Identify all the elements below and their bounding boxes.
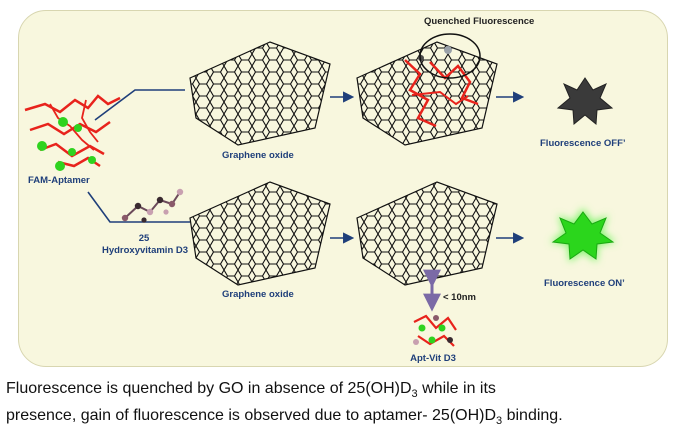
graphene-sheet-bottom-left — [189, 181, 331, 286]
connector-top — [94, 89, 185, 121]
graphene-label-bottom: Graphene oxide — [222, 289, 294, 300]
fam-aptamer-cluster — [24, 94, 121, 171]
caption-line1-b: while in its — [417, 380, 496, 397]
fluorescence-off-star — [556, 77, 614, 125]
caption-sub-1: 3 — [411, 388, 418, 401]
quenched-label: Quenched Fluorescence — [424, 16, 534, 27]
graphene-sheet-top-left — [189, 41, 331, 146]
apt-vit-complex — [413, 314, 457, 347]
adsorbed-aptamer — [404, 46, 479, 128]
hydroxyvitamin-number-label: 25 — [139, 233, 150, 244]
caption: Fluorescence is quenched by GO in absenc… — [6, 378, 682, 432]
fam-aptamer-label: FAM-Aptamer — [28, 175, 90, 186]
distance-label: < 10nm — [443, 292, 476, 303]
caption-line1-a: Fluorescence is quenched by GO in absenc… — [6, 380, 412, 397]
fluorescence-off-label: Fluorescence OFF’ — [540, 138, 626, 149]
caption-line2-b: binding. — [502, 407, 563, 425]
fluorescence-on-star — [551, 211, 615, 260]
fluorescence-on-label: Fluorescence ON’ — [544, 278, 625, 289]
caption-line2-a: presence, gain of fluorescence is observ… — [6, 407, 497, 425]
graphene-sheet-bottom-right — [356, 181, 498, 286]
quench-highlight-circle — [419, 33, 481, 79]
caption-sub-2: 3 — [496, 415, 503, 428]
hydroxyvitamin-molecule — [121, 188, 184, 223]
diagram-panel — [18, 10, 668, 367]
graphene-label-top: Graphene oxide — [222, 150, 294, 161]
hydroxyvitamin-name-label: Hydroxyvitamin D3 — [102, 245, 188, 256]
connector-bottom — [87, 191, 190, 223]
apt-vit-label: Apt-Vit D3 — [410, 353, 456, 364]
